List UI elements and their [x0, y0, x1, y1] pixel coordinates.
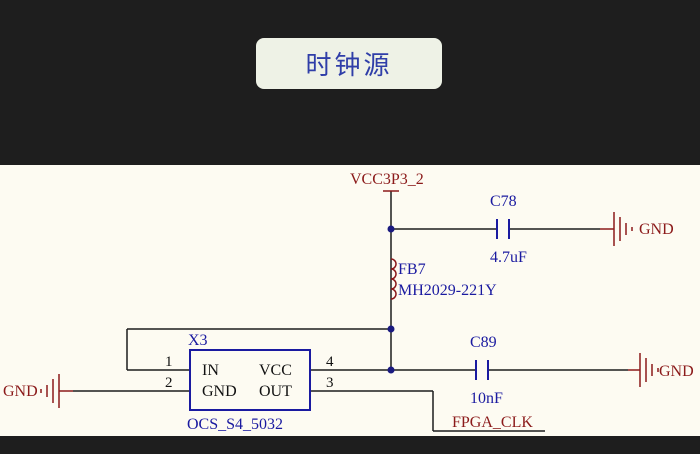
gnd-symbol-left: [40, 374, 73, 408]
fpga-clk-net-label: FPGA_CLK: [452, 414, 533, 431]
c78-ref-label: C78: [490, 193, 517, 210]
c78-value-label: 4.7uF: [490, 249, 527, 266]
x3-oscillator-body: [189, 349, 311, 411]
gnd-label-top-right: GND: [639, 221, 674, 238]
gnd-label-left: GND: [3, 383, 38, 400]
x3-pin1-number: 1: [165, 354, 173, 370]
x3-pin3-number: 3: [326, 375, 334, 391]
x3-pin3-name: OUT: [259, 383, 292, 400]
x3-ref-label: X3: [188, 332, 208, 349]
gnd-symbol-bottom-right: [628, 353, 659, 387]
section-title: 时钟源: [305, 51, 393, 81]
fb7-ref-label: FB7: [398, 261, 426, 278]
vcc-net-label: VCC3P3_2: [350, 171, 424, 188]
schematic-sheet: VCC3P3_2 C78 4.7uF GND FB7 MH2029-221Y X…: [0, 165, 700, 436]
fb7-bead-symbol: [390, 258, 397, 300]
schematic-canvas: VCC3P3_2 C78 4.7uF GND FB7 MH2029-221Y X…: [3, 171, 694, 433]
c89-ref-label: C89: [470, 334, 497, 351]
c89-value-label: 10nF: [470, 390, 503, 407]
x3-part-label: OCS_S4_5032: [187, 416, 283, 433]
wires: [73, 191, 628, 432]
junction-c89: [387, 366, 395, 374]
x3-pin4-number: 4: [326, 354, 334, 370]
fb7-part-label: MH2029-221Y: [398, 282, 497, 299]
section-title-box: 时钟源: [256, 38, 442, 89]
junction-dots: [387, 225, 395, 374]
gnd-symbol-top-right: [600, 212, 633, 246]
x3-pin2-number: 2: [165, 375, 173, 391]
junction-loop: [387, 325, 395, 333]
c89-capacitor-symbol: [475, 360, 489, 380]
x3-pin4-name: VCC: [259, 362, 292, 379]
x3-pin1-name: IN: [202, 362, 219, 379]
gnd-label-bottom-right: GND: [659, 363, 694, 380]
junction-c78: [387, 225, 395, 233]
x3-pin2-name: GND: [202, 383, 237, 400]
c78-capacitor-symbol: [496, 219, 510, 239]
